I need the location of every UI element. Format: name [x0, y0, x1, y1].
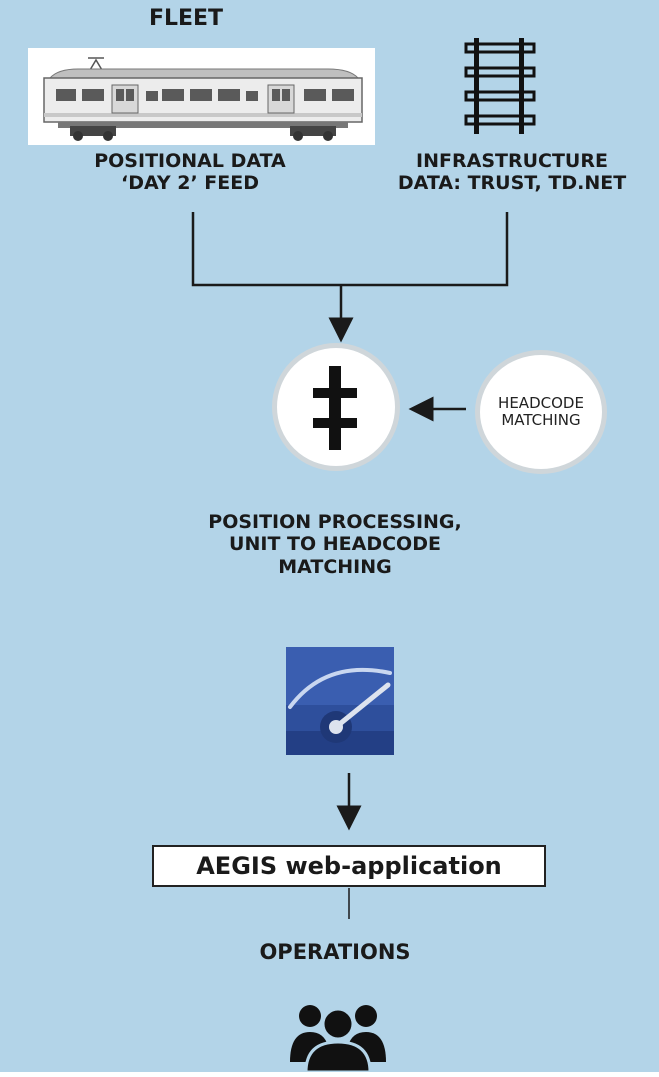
- people-group-icon: [290, 1005, 386, 1072]
- bottom-border: [0, 1072, 659, 1077]
- operations-label: OPERATIONS: [259, 940, 411, 964]
- rail-track-icon: [464, 38, 536, 134]
- position-processing-node: [272, 343, 400, 471]
- train-image: [28, 48, 375, 145]
- headcode-matching-label: HEADCODE MATCHING: [498, 393, 584, 429]
- aegis-web-application-box: AEGIS web-application: [152, 845, 546, 887]
- aegis-web-application-label: AEGIS web-application: [196, 852, 502, 880]
- train-icon: [43, 57, 363, 141]
- headcode-matching-node: HEADCODE MATCHING: [475, 350, 607, 474]
- track-cross-icon: [313, 366, 357, 450]
- positional-data-label: POSITIONAL DATA ‘DAY 2’ FEED: [94, 150, 286, 195]
- speedometer-icon: [286, 647, 394, 755]
- fleet-title: FLEET: [148, 6, 224, 31]
- infrastructure-data-label: INFRASTRUCTURE DATA: TRUST, TD.NET: [397, 150, 627, 195]
- merge-connector: [191, 212, 509, 287]
- position-processing-label: POSITION PROCESSING, UNIT TO HEADCODE MA…: [208, 511, 462, 578]
